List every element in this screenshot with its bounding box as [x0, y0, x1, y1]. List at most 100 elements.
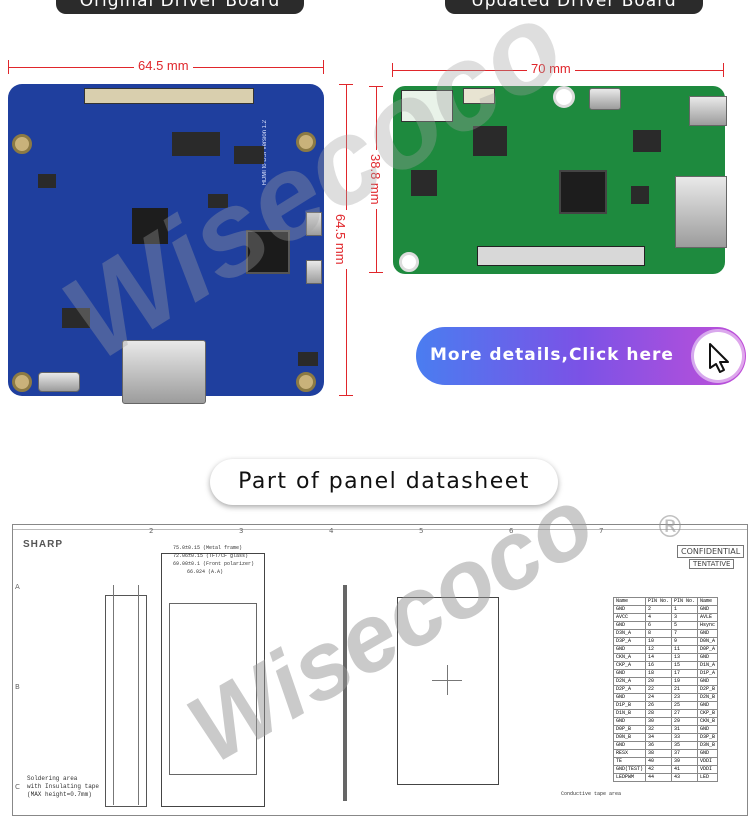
table-cell: GND(TEST) — [612, 765, 647, 774]
table-cell: 43 — [671, 773, 699, 782]
chip — [132, 208, 168, 244]
table-cell: GND — [612, 645, 647, 654]
table-cell: 13 — [671, 653, 699, 662]
table-cell: 44 — [645, 773, 673, 782]
table-cell: 5 — [671, 621, 699, 630]
table-cell: D0N_A — [697, 637, 719, 646]
mount-hole — [553, 86, 575, 108]
mount-hole — [12, 372, 32, 392]
table-cell: D3P_B — [697, 733, 719, 742]
table-cell: RESX — [612, 749, 647, 758]
main-ic — [559, 170, 607, 214]
table-cell: 32 — [645, 725, 673, 734]
fpc-connector — [84, 88, 254, 104]
table-cell: CKP_A — [612, 661, 647, 670]
back-view — [397, 597, 499, 785]
header-original: Original Driver Board — [56, 0, 304, 14]
hdmi-port — [122, 340, 206, 404]
more-details-button[interactable]: More details,Click here — [416, 327, 746, 385]
table-cell: 38 — [645, 749, 673, 758]
table-cell: GND — [612, 717, 647, 726]
mount-hole — [296, 372, 316, 392]
table-cell: D0P_B — [612, 725, 647, 734]
header-updated: Updated Driver Board — [445, 0, 703, 14]
table-cell: D3N_A — [612, 629, 647, 638]
table-cell: TE — [612, 757, 647, 766]
label-sticker — [401, 90, 453, 122]
table-cell: GND — [612, 605, 647, 614]
tentative-label: TENTATIVE — [689, 559, 735, 569]
table-cell: GND — [697, 677, 719, 686]
table-cell: 2 — [645, 605, 673, 614]
table-cell: 25 — [671, 701, 699, 710]
table-cell: 12 — [645, 645, 673, 654]
confidential-label: CONFIDENTIAL — [677, 545, 745, 558]
table-cell: CKN_B — [697, 717, 719, 726]
table-cell: 41 — [671, 765, 699, 774]
table-cell: 31 — [671, 725, 699, 734]
table-cell: 27 — [671, 709, 699, 718]
mini-usb-port — [689, 96, 727, 126]
table-cell: VDDI — [697, 757, 719, 766]
table-cell: GND — [612, 693, 647, 702]
cursor-click-icon — [694, 332, 742, 380]
switch — [306, 260, 322, 284]
micro-usb-port — [38, 372, 80, 392]
table-cell: 30 — [645, 717, 673, 726]
table-cell: 22 — [645, 685, 673, 694]
registered-mark: ® — [655, 510, 685, 545]
table-cell: 7 — [671, 629, 699, 638]
table-cell: 36 — [645, 741, 673, 750]
table-cell: 40 — [645, 757, 673, 766]
micro-usb-port — [589, 88, 621, 110]
table-cell: 42 — [645, 765, 673, 774]
table-cell: 26 — [645, 701, 673, 710]
table-cell: GND — [697, 653, 719, 662]
hdmi-port — [675, 176, 727, 248]
table-cell: 18 — [645, 669, 673, 678]
table-cell: GND — [697, 629, 719, 638]
table-cell: D3P_A — [612, 637, 647, 646]
table-cell: 11 — [671, 645, 699, 654]
updated-driver-board — [393, 86, 727, 274]
table-cell: GND — [697, 725, 719, 734]
table-header: Name PIN No. PIN No. Name — [612, 597, 719, 606]
fpc-connector — [477, 246, 645, 266]
profile-view — [343, 585, 347, 801]
table-cell: 39 — [671, 757, 699, 766]
mount-hole — [12, 134, 32, 154]
sheet-brand: SHARP — [23, 539, 64, 550]
table-cell: 29 — [671, 717, 699, 726]
table-cell: Hsync — [697, 621, 719, 630]
table-cell: 6 — [645, 621, 673, 630]
table-cell: 21 — [671, 685, 699, 694]
table-cell: 34 — [645, 733, 673, 742]
table-cell: CKP_B — [697, 709, 719, 718]
table-cell: 9 — [671, 637, 699, 646]
table-cell: AVCC — [612, 613, 647, 622]
table-cell: D3N_B — [697, 741, 719, 750]
table-cell: 17 — [671, 669, 699, 678]
table-cell: LEDPWM — [612, 773, 647, 782]
table-cell: 23 — [671, 693, 699, 702]
table-cell: 19 — [671, 677, 699, 686]
table-cell: D2N_B — [697, 693, 719, 702]
table-cell: D0N_B — [612, 733, 647, 742]
switch — [306, 212, 322, 236]
table-cell: 20 — [645, 677, 673, 686]
table-cell: 4 — [645, 613, 673, 622]
table-cell: 14 — [645, 653, 673, 662]
mount-hole — [296, 132, 316, 152]
